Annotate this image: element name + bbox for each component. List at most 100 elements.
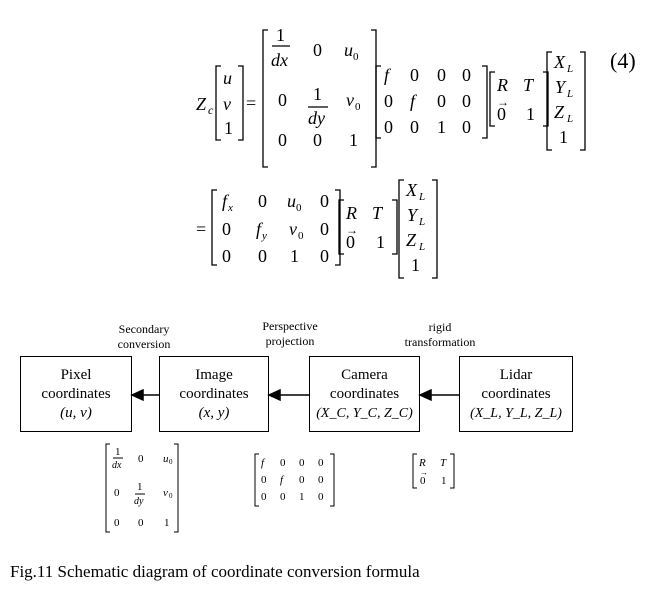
- svg-text:L: L: [566, 113, 573, 125]
- svg-text:L: L: [566, 88, 573, 100]
- svg-text:Y: Y: [555, 77, 567, 97]
- svg-text:f: f: [410, 91, 418, 111]
- svg-text:0: 0: [138, 517, 144, 529]
- svg-text:0: 0: [258, 246, 267, 266]
- svg-text:1: 1: [559, 127, 568, 147]
- svg-text:dy: dy: [134, 496, 144, 507]
- svg-text:0: 0: [114, 487, 120, 499]
- svg-text:0: 0: [313, 130, 322, 150]
- svg-text:T: T: [523, 75, 535, 95]
- image-coordinates-box: Image coordinates (x, y): [159, 356, 269, 432]
- svg-text:1: 1: [224, 118, 233, 138]
- svg-text:X: X: [405, 180, 418, 200]
- equation-number: (4): [610, 48, 636, 73]
- svg-text:v: v: [163, 487, 168, 499]
- svg-text:1: 1: [437, 117, 446, 137]
- svg-text:c: c: [208, 103, 214, 117]
- svg-text:0: 0: [318, 491, 324, 503]
- svg-text:0: 0: [278, 130, 287, 150]
- svg-text:u: u: [163, 453, 169, 465]
- svg-text:1: 1: [411, 255, 420, 275]
- svg-text:0: 0: [497, 104, 506, 124]
- svg-text:R: R: [418, 457, 426, 469]
- svg-text:x: x: [227, 202, 233, 214]
- svg-text:1: 1: [349, 130, 358, 150]
- svg-text:0: 0: [437, 65, 446, 85]
- svg-text:0: 0: [261, 491, 267, 503]
- svg-text:0: 0: [384, 91, 393, 111]
- svg-text:1: 1: [299, 491, 305, 503]
- svg-text:X: X: [553, 52, 566, 72]
- svg-text:1: 1: [376, 232, 385, 252]
- svg-text:0: 0: [222, 246, 231, 266]
- svg-text:0: 0: [410, 117, 419, 137]
- svg-text:dx: dx: [112, 460, 122, 471]
- svg-text:y: y: [261, 230, 267, 242]
- camera-coord-label: (X_C, Y_C, Z_C): [316, 406, 413, 421]
- svg-text:0: 0: [462, 117, 471, 137]
- svg-text:0: 0: [299, 474, 305, 486]
- lidar-coord-label: (X_L, Y_L, Z_L): [470, 406, 562, 421]
- svg-text:0: 0: [222, 219, 231, 239]
- pixel-coord-label: (u, v): [60, 405, 92, 421]
- svg-text:1: 1: [526, 104, 535, 124]
- svg-text:Y: Y: [407, 205, 419, 225]
- svg-text:R: R: [496, 75, 508, 95]
- svg-text:u: u: [287, 191, 296, 211]
- figure-caption: Fig.11 Schematic diagram of coordinate c…: [10, 562, 420, 581]
- svg-text:0: 0: [280, 491, 286, 503]
- svg-text:1: 1: [115, 446, 121, 458]
- svg-text:L: L: [418, 191, 425, 203]
- svg-text:v: v: [346, 90, 354, 110]
- svg-text:dx: dx: [271, 50, 288, 70]
- svg-text:T: T: [372, 203, 384, 223]
- svg-text:0: 0: [280, 457, 286, 469]
- svg-text:L: L: [566, 63, 573, 75]
- camera-coordinates-box: Camera coordinates (X_C, Y_C, Z_C): [309, 356, 420, 432]
- svg-text:0: 0: [278, 90, 287, 110]
- svg-text:f: f: [261, 457, 266, 469]
- svg-text:1: 1: [441, 475, 447, 487]
- edge-label-secondary-conversion: Secondary conversion: [117, 322, 171, 351]
- svg-text:=: =: [246, 93, 256, 113]
- svg-text:1: 1: [290, 246, 299, 266]
- svg-text:dy: dy: [308, 108, 325, 128]
- diagram-arrows: [130, 388, 459, 402]
- svg-text:1: 1: [313, 84, 322, 104]
- svg-text:1: 1: [164, 517, 170, 529]
- svg-text:v: v: [223, 94, 231, 114]
- svg-text:0: 0: [437, 91, 446, 111]
- svg-text:0: 0: [114, 517, 120, 529]
- svg-text:0: 0: [410, 65, 419, 85]
- svg-text:→: →: [346, 223, 358, 237]
- svg-text:0: 0: [420, 475, 426, 487]
- image-coord-label: (x, y): [198, 405, 230, 421]
- svg-text:0: 0: [462, 91, 471, 111]
- eq-zc: Z: [196, 94, 207, 114]
- svg-text:0: 0: [346, 232, 355, 252]
- svg-text:0: 0: [320, 191, 329, 211]
- svg-text:→: →: [420, 468, 428, 477]
- edge-label-rigid-transformation: rigid transformation: [404, 320, 476, 349]
- svg-text:u: u: [344, 40, 353, 60]
- svg-text:0: 0: [462, 65, 471, 85]
- svg-text:L: L: [418, 216, 425, 228]
- svg-text:0: 0: [384, 117, 393, 137]
- svg-text:0: 0: [169, 492, 173, 500]
- svg-text:0: 0: [320, 246, 329, 266]
- svg-text:u: u: [223, 68, 232, 88]
- svg-text:Z: Z: [406, 230, 417, 250]
- svg-text:f: f: [384, 65, 392, 85]
- svg-text:1: 1: [276, 25, 285, 45]
- svg-text:L: L: [418, 241, 425, 253]
- svg-text:0: 0: [299, 457, 305, 469]
- svg-text:Z: Z: [554, 102, 565, 122]
- svg-text:f: f: [222, 191, 230, 211]
- lidar-coordinates-box: Lidar coordinates (X_L, Y_L, Z_L): [459, 356, 573, 432]
- svg-text:0: 0: [320, 219, 329, 239]
- svg-text:0: 0: [169, 458, 173, 466]
- svg-text:→: →: [497, 95, 509, 109]
- svg-text:=: =: [196, 219, 206, 239]
